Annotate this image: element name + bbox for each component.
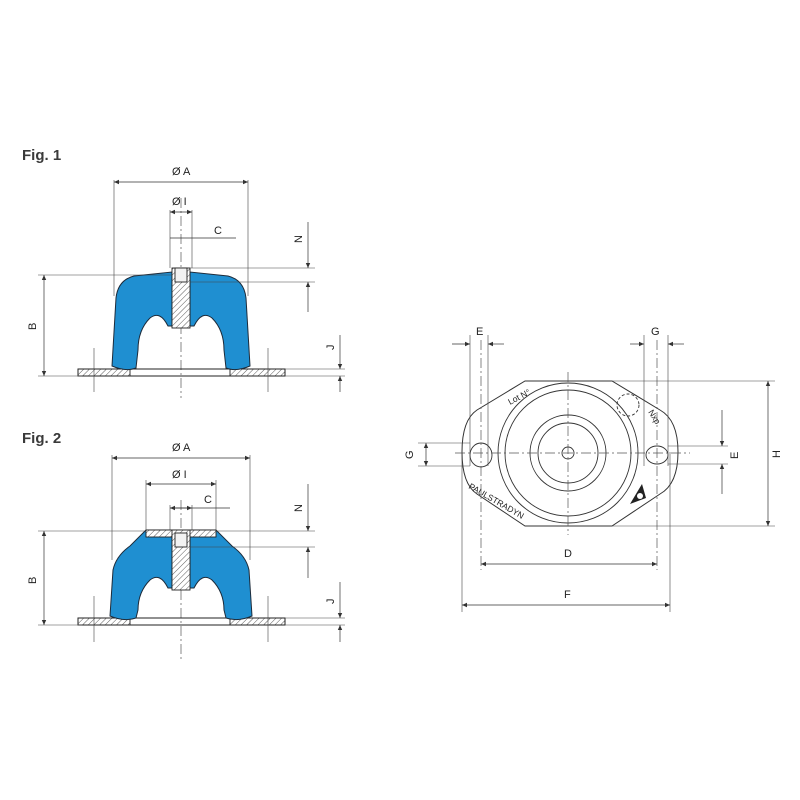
plan-view [418, 335, 775, 612]
fig1-section-view [38, 179, 345, 398]
fig1-dim-B: B [27, 323, 39, 330]
fig2-title: Fig. 2 [22, 430, 61, 447]
fig1-elastomer-right [189, 271, 251, 371]
plan-dim-E-right: E [729, 452, 741, 459]
fig2-section-view [38, 455, 345, 662]
fig2-dim-B: B [27, 577, 39, 584]
fig2-elastomer-right [189, 529, 253, 621]
plan-dim-D: D [564, 548, 572, 560]
fig1-dim-A: Ø A [172, 166, 191, 178]
fig1-base-plate-outline [77, 368, 286, 377]
fig2-dim-J: J [325, 599, 337, 605]
fig1-dim-N: N [293, 235, 305, 243]
fig2-thread-insert [174, 532, 188, 548]
fig1-base-plate-right [229, 368, 286, 377]
fig1-dim-J: J [325, 345, 337, 351]
plan-dim-H: H [771, 450, 783, 458]
plan-dim-E-top: E [476, 326, 483, 338]
hidden-boss [616, 393, 640, 417]
fig1-dim-C: C [214, 225, 222, 237]
fig1-thread-insert [174, 267, 188, 283]
fig1-base-plate-left [77, 368, 131, 377]
fig1-dim-I: Ø I [172, 196, 187, 208]
plan-dim-G-top: G [651, 326, 660, 338]
fig2-dim-A: Ø A [172, 442, 191, 454]
fig2-dim-N: N [293, 504, 305, 512]
plan-dim-G-left: G [404, 450, 416, 459]
fig1-elastomer-left [111, 271, 173, 371]
plan-dim-F: F [564, 589, 571, 601]
fig1-title: Fig. 1 [22, 147, 61, 164]
fig2-dim-C: C [204, 494, 212, 506]
fig2-dim-I: Ø I [172, 469, 187, 481]
paulstra-logo-icon [630, 484, 646, 504]
fig2-elastomer-left [109, 529, 173, 621]
